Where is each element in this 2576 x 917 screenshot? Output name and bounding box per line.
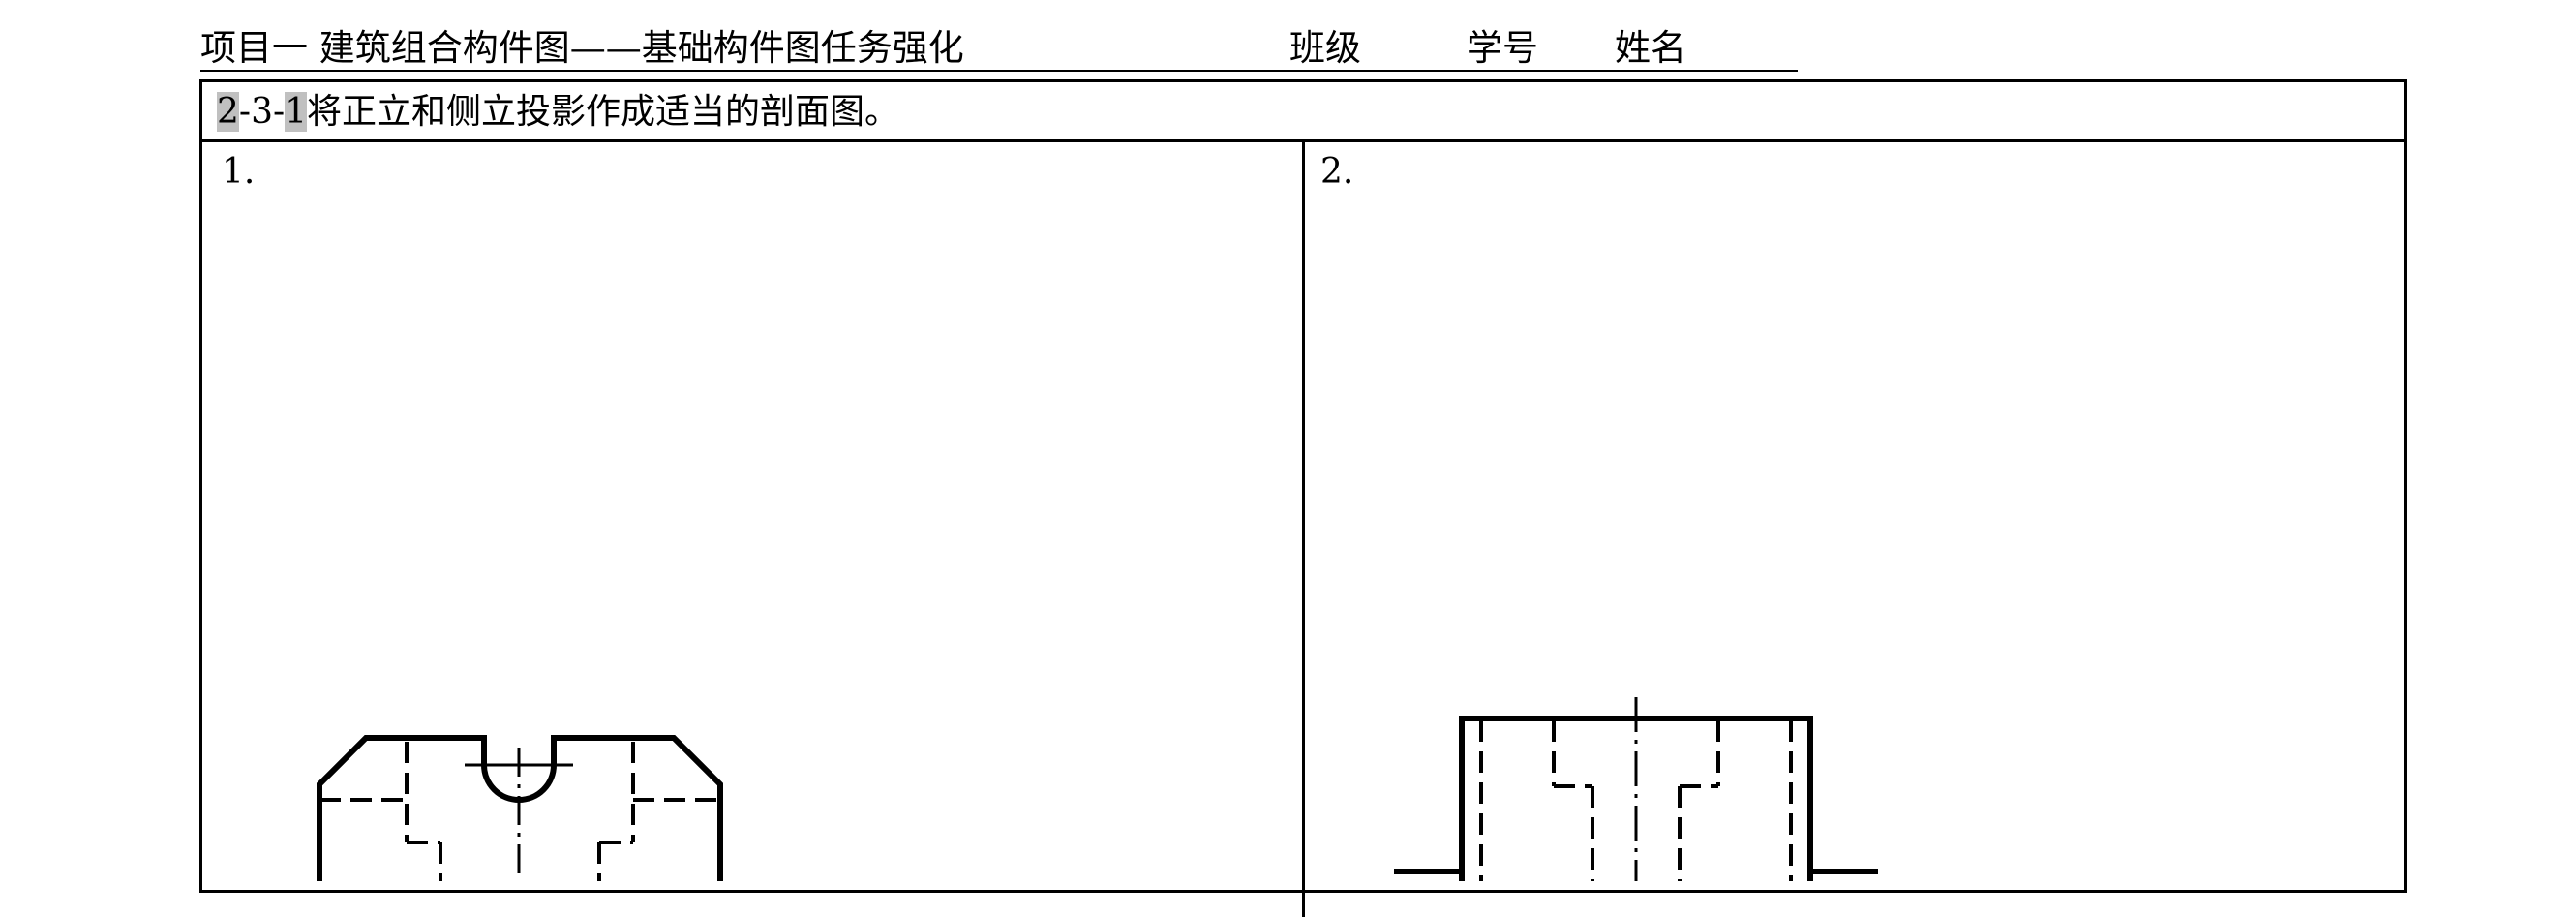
task-code-highlight-2: 1: [285, 92, 308, 132]
drawing-1-front-projection: [317, 735, 723, 881]
drawing-2-front-projection: [1394, 697, 1878, 881]
task-code-highlight-1: 2: [217, 92, 239, 132]
task-instruction: 将正立和侧立投影作成适当的剖面图。: [307, 92, 900, 132]
class-label: 班级: [1289, 27, 1361, 69]
cell-divider: [1302, 142, 1305, 917]
task-code-middle: -3-: [238, 92, 286, 132]
task-text: 2-3-1将正立和侧立投影作成适当的剖面图。: [217, 92, 899, 133]
task-row: 2-3-1将正立和侧立投影作成适当的剖面图。: [202, 82, 2404, 142]
project-title: 项目一 建筑组合构件图——基础构件图任务强化: [200, 27, 964, 69]
drawing-2-hidden-lines: [1479, 720, 1793, 881]
name-label: 姓名: [1615, 27, 1686, 69]
cell-2-label: 2.: [1320, 152, 1354, 192]
drawing-1-center-line: [465, 748, 573, 881]
drawing-1-hidden-lines: [319, 742, 720, 881]
cell-1-label: 1.: [222, 152, 256, 192]
student-id-label: 学号: [1467, 27, 1538, 69]
header-underline: [200, 0, 1798, 72]
